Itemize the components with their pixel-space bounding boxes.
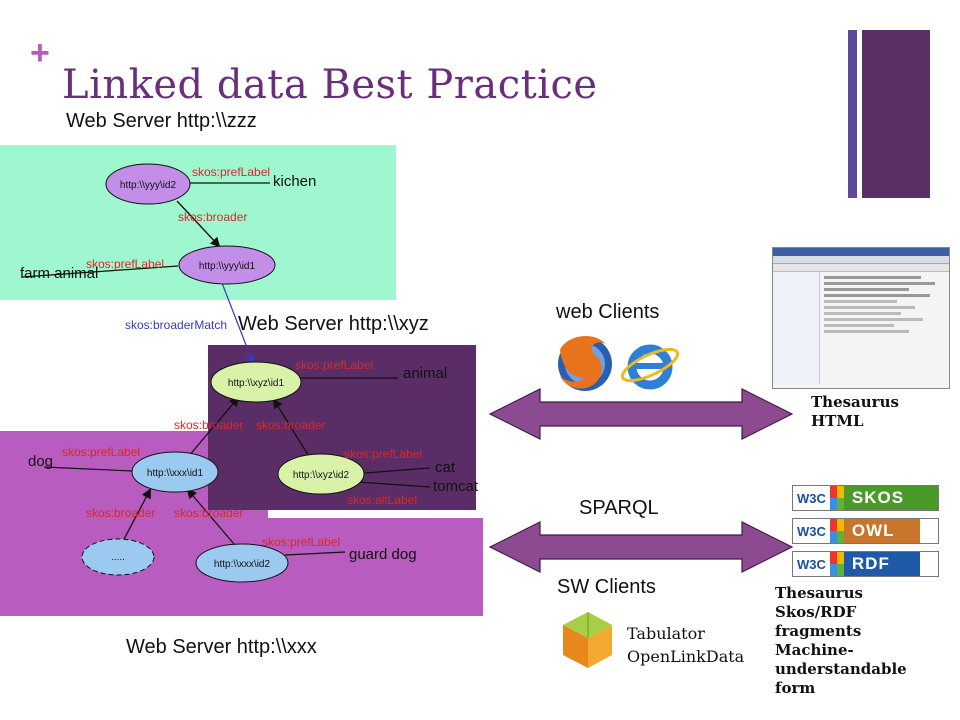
node-xyz-id1	[210, 361, 302, 403]
edge-label-pref2: skos:prefLabel	[86, 257, 164, 271]
decor-bar-wide	[862, 30, 930, 198]
literal-kichen: kichen	[273, 173, 316, 190]
edge-label-broader1: skos:broader	[178, 210, 247, 224]
decor-bar-thin	[848, 30, 857, 198]
node-yyy-id1-label: http:\\yyy\id1	[199, 261, 256, 272]
literal-dog: dog	[28, 453, 53, 470]
tabulator-line-1: Tabulator	[627, 624, 705, 643]
tabulator-cube-icon	[563, 612, 612, 668]
node-yyy-id2	[105, 163, 191, 205]
thesaurus-rdf-line-6: form	[775, 679, 816, 697]
node-yyy-id1	[178, 245, 276, 285]
thesaurus-rdf-line-3: fragments	[775, 622, 862, 640]
double-arrow-web	[488, 388, 794, 440]
thesaurus-rdf-line-2: Skos/RDF	[775, 603, 857, 621]
server-xyz-label: Web Server http:\\xyz	[238, 313, 429, 335]
edge-label-broader5: skos:broader	[174, 506, 243, 520]
literal-animal: animal	[403, 365, 447, 382]
edge-label-pref1: skos:prefLabel	[192, 165, 270, 179]
thesaurus-html-caption: Thesaurus HTML	[811, 393, 899, 431]
w3c-rdf-badge: W3C RDF	[792, 551, 939, 577]
w3c-squares-icon	[829, 552, 844, 576]
edge-label-pref3: skos:prefLabel	[295, 358, 373, 372]
internet-explorer-icon	[620, 344, 680, 390]
w3c-squares-icon	[829, 519, 844, 543]
node-ellipsis	[81, 538, 155, 576]
thesaurus-html-screenshot	[772, 247, 950, 389]
firefox-icon	[558, 336, 612, 391]
edge-label-broadermatch: skos:broaderMatch	[125, 318, 227, 332]
server-xxx-label: Web Server http:\\xxx	[126, 636, 317, 658]
thesaurus-html-line-1: Thesaurus	[811, 393, 899, 411]
w3c-text: W3C	[793, 552, 830, 576]
w3c-squares-icon	[829, 486, 844, 510]
w3c-badges: W3C SKOS W3C OWL W3C RDF	[792, 485, 939, 577]
thesaurus-rdf-line-4: Machine-	[775, 641, 854, 659]
badge-name: RDF	[843, 552, 920, 576]
literal-tomcat: tomcat	[433, 478, 479, 495]
edge-label-altlabel: skos:altLabel	[347, 493, 417, 507]
node-xyz-id2-label: http:\\xyz\id2	[293, 470, 350, 481]
literal-farm-animal: farm animal	[20, 265, 98, 282]
edge-label-broader4: skos:broader	[86, 506, 155, 520]
badge-name: OWL	[843, 519, 920, 543]
w3c-skos-badge: W3C SKOS	[792, 485, 939, 511]
double-arrow-sparql	[488, 521, 794, 573]
thesaurus-rdf-line-5: understandable	[775, 660, 907, 678]
thesaurus-html-line-2: HTML	[811, 412, 864, 430]
sparql-label: SPARQL	[579, 497, 659, 519]
badge-name: SKOS	[843, 486, 938, 510]
edge-label-pref4: skos:prefLabel	[62, 445, 140, 459]
web-clients-label: web Clients	[556, 301, 660, 323]
node-xyz-id2	[277, 453, 365, 495]
slide-title: Linked data Best Practice	[62, 62, 598, 108]
node-xxx-id2-label: http:\\xxx\id2	[214, 559, 271, 570]
thesaurus-rdf-caption: Thesaurus Skos/RDF fragments Machine- un…	[775, 584, 907, 698]
literal-guard-dog: guard dog	[349, 546, 417, 563]
node-xxx-id2	[195, 543, 289, 583]
edge-label-broader2: skos:broader	[174, 418, 243, 432]
edge-label-pref5: skos:prefLabel	[344, 447, 422, 461]
w3c-text: W3C	[793, 486, 830, 510]
edge-label-pref6: skos:prefLabel	[262, 535, 340, 549]
literal-cat: cat	[435, 459, 456, 476]
sw-clients-label: SW Clients	[557, 576, 656, 598]
tabulator-line-2: OpenLinkData	[627, 647, 745, 666]
node-yyy-id2-label: http:\\yyy\id2	[120, 180, 177, 191]
tabulator-label: Tabulator OpenLinkData	[627, 622, 744, 668]
w3c-text: W3C	[793, 519, 830, 543]
node-xxx-id1	[131, 451, 219, 493]
node-ellipsis-label: .....	[111, 552, 125, 563]
node-xyz-id1-label: http:\\xyz\id1	[228, 378, 285, 389]
thesaurus-rdf-line-1: Thesaurus	[775, 584, 863, 602]
plus-mark: +	[30, 34, 50, 72]
node-xxx-id1-label: http:\\xxx\id1	[147, 468, 204, 479]
edge-label-broader3: skos:broader	[256, 418, 325, 432]
w3c-owl-badge: W3C OWL	[792, 518, 939, 544]
server-zzz-label: Web Server http:\\zzz	[66, 110, 257, 132]
